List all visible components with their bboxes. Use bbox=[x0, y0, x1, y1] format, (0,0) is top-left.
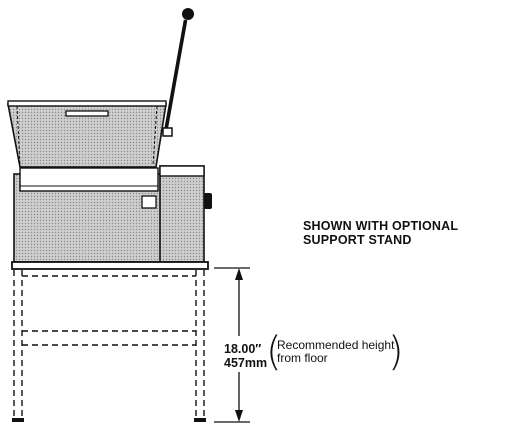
stand-feet bbox=[12, 418, 206, 422]
drawing-caption: SHOWN WITH OPTIONAL SUPPORT STAND bbox=[303, 219, 458, 247]
close-paren-icon: ) bbox=[388, 329, 404, 375]
caption-line-1: SHOWN WITH OPTIONAL bbox=[303, 219, 459, 233]
height-mm: 457mm bbox=[224, 356, 268, 370]
note-line-2: from floor bbox=[277, 351, 328, 365]
kettle-pan bbox=[7, 100, 167, 168]
control-housing bbox=[159, 165, 212, 263]
stand-top bbox=[11, 261, 209, 270]
height-dimension-line bbox=[214, 267, 250, 423]
handle-lever bbox=[162, 8, 194, 137]
height-dimension-label: 18.00″ 457mm bbox=[224, 342, 267, 370]
kettle-base bbox=[13, 167, 163, 263]
caption-line-2: SUPPORT STAND bbox=[303, 233, 412, 247]
note-line-1: Recommended height bbox=[277, 338, 395, 352]
height-note: Recommended height from floor bbox=[277, 339, 394, 365]
support-stand bbox=[13, 270, 205, 420]
height-inches: 18.00″ bbox=[224, 342, 262, 356]
open-paren-icon: ( bbox=[266, 329, 282, 375]
